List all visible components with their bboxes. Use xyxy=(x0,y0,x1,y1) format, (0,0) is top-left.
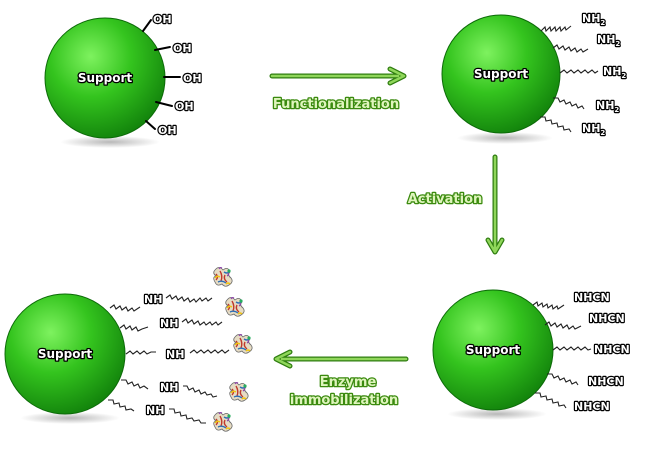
nh2-linker-2 xyxy=(552,44,589,53)
support-4-shadow xyxy=(20,412,120,424)
oh-bond-5 xyxy=(145,120,156,130)
nh-group-3: NH xyxy=(166,348,184,361)
oh-bond-1 xyxy=(142,19,152,32)
functionalization-arrow: Functionalization xyxy=(269,66,407,113)
nh2-linker-3 xyxy=(559,69,599,74)
enzyme-molecule-icon xyxy=(225,296,245,317)
enzyme-molecule-icon xyxy=(229,381,249,402)
support-3-shadow xyxy=(447,408,547,420)
oh-group-5: OH xyxy=(158,124,177,137)
support-2-label: Support xyxy=(474,67,529,81)
nh2-group-5: NH2 xyxy=(582,122,605,137)
nhcn-linker-5 xyxy=(535,392,567,409)
oh-group-2: OH xyxy=(173,42,192,55)
nh2-group-2: NH2 xyxy=(597,33,620,48)
nhcn-group-5: NHCN xyxy=(574,400,610,413)
nh-linker-1 xyxy=(109,304,141,312)
enzyme-label-line1: Enzyme xyxy=(320,375,377,390)
functionalization-label: Functionalization xyxy=(273,97,399,112)
nhcn-linker-3 xyxy=(552,346,592,351)
activation-label: Activation xyxy=(408,192,483,207)
nh-linker-5 xyxy=(108,399,135,412)
support-4-sphere xyxy=(4,293,126,415)
enzyme-linker-3 xyxy=(189,349,230,354)
nhcn-group-1: NHCN xyxy=(574,291,610,304)
nhcn-group-2: NHCN xyxy=(589,312,625,325)
enzyme-arrow-shaft xyxy=(274,350,408,368)
activation-arrow: Activation xyxy=(406,154,505,255)
activation-arrow-shaft xyxy=(486,155,504,254)
nh2-group-1: NH2 xyxy=(582,12,605,27)
nh-linker-3 xyxy=(125,350,156,355)
nhcn-linker-2 xyxy=(544,321,582,330)
nhcn-group-3: NHCN xyxy=(594,343,630,356)
nh-linker-4 xyxy=(121,379,149,390)
support-1-label: Support xyxy=(78,71,133,85)
nhcn-group-4: NHCN xyxy=(588,375,624,388)
enzyme-molecule-icon xyxy=(213,266,233,287)
nh2-group-3: NH2 xyxy=(603,65,626,80)
nhcn-linker-4 xyxy=(547,373,579,386)
oh-group-1: OH xyxy=(153,13,172,26)
enzyme-linker-1 xyxy=(165,294,213,303)
functionalization-arrow-shaft xyxy=(270,67,406,85)
enzyme-molecule-icon xyxy=(213,411,233,432)
support-4: Support NH NH NH NH NH xyxy=(4,266,253,432)
nh-group-4: NH xyxy=(160,381,178,394)
nh2-linker-5 xyxy=(540,116,572,133)
enzyme-linker-4 xyxy=(183,385,218,398)
nh-linker-2 xyxy=(119,324,149,332)
nh2-group-4: NH2 xyxy=(596,99,619,114)
nh-group-1: NH xyxy=(144,293,162,306)
enzyme-molecule-icon xyxy=(233,333,253,354)
support-2-shadow xyxy=(457,132,553,144)
nh2-linker-1 xyxy=(540,25,572,33)
enzyme-label-line2: immobilization xyxy=(290,393,398,408)
oh-group-4: OH xyxy=(175,100,194,113)
nh-group-2: NH xyxy=(160,317,178,330)
oh-group-3: OH xyxy=(183,72,202,85)
nh-group-5: NH xyxy=(146,404,164,417)
support-3-label: Support xyxy=(466,343,521,357)
support-1-shadow xyxy=(60,136,160,148)
oh-bond-2 xyxy=(154,46,171,51)
nh2-linker-4 xyxy=(553,97,585,110)
support-1: Support OH OH OH OH OH xyxy=(44,12,203,148)
enzyme-linker-2 xyxy=(181,318,223,326)
support-2: Support NH2 NH2 NH2 NH2 NH2 xyxy=(441,11,628,144)
nhcn-linker-1 xyxy=(532,301,565,310)
support-3: Support NHCN NHCN NHCN NHCN NHCN xyxy=(432,289,631,420)
support-4-label: Support xyxy=(38,347,93,361)
support-2-sphere xyxy=(441,14,561,134)
enzyme-immobilization-arrow: Enzyme immobilization xyxy=(273,349,409,409)
oh-bond-4 xyxy=(155,101,173,107)
enzyme-linker-5 xyxy=(169,408,206,424)
